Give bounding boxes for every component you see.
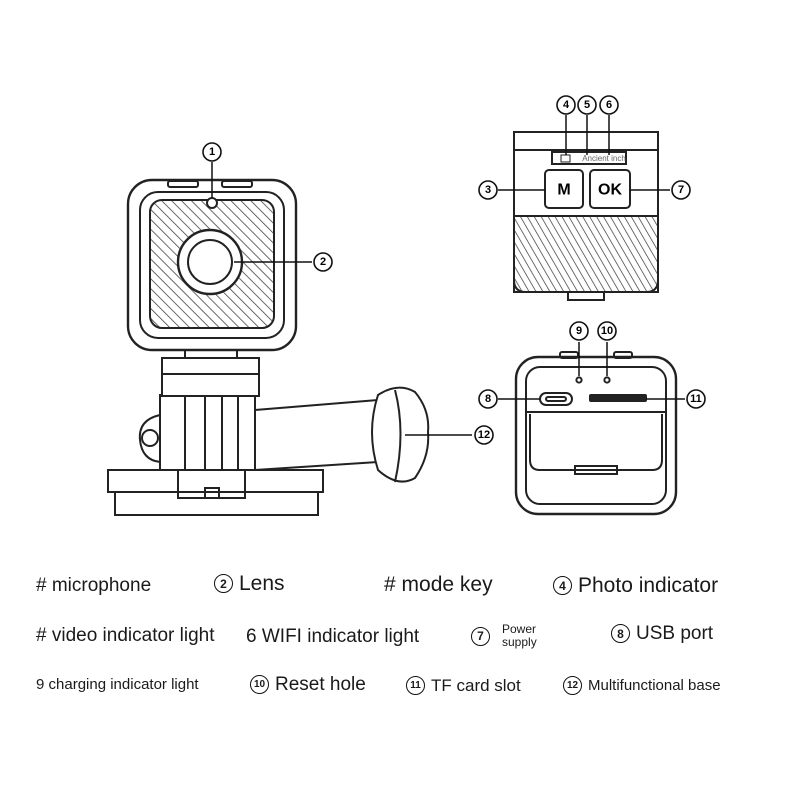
callout-9: 9 — [576, 325, 582, 337]
callout-12: 12 — [478, 429, 490, 441]
legend-label: WIFI indicator light — [261, 625, 420, 647]
legend-usb-port: 8 USB port — [611, 624, 713, 643]
mode-key-label: M — [557, 182, 570, 199]
reset-hole — [603, 376, 611, 384]
legend-label: video indicator light — [51, 624, 215, 646]
legend-prefix: # — [36, 574, 47, 596]
legend-label: mode key — [401, 572, 493, 596]
top-view-grill — [513, 215, 659, 293]
callout-7: 7 — [678, 184, 684, 196]
legend-tf-card-slot: 11 TF card slot — [406, 676, 521, 695]
legend-number-circle: 12 — [563, 676, 582, 695]
charging-light — [575, 376, 583, 384]
mount-base-lower — [114, 492, 319, 516]
legend-number-circle: 7 — [471, 626, 490, 646]
legend-number-circle: 4 — [553, 576, 572, 595]
legend-number-circle: 11 — [406, 676, 425, 695]
bottom-view-body — [514, 355, 678, 516]
legend-label-line2: supply — [502, 635, 537, 649]
callout-8: 8 — [485, 393, 491, 405]
callout-6: 6 — [606, 99, 612, 111]
legend-label: Lens — [239, 572, 285, 595]
legend-label: charging indicator light — [48, 676, 199, 693]
lens-glass — [187, 239, 233, 285]
legend-prefix: 9 — [36, 676, 45, 693]
tf-card-slot — [589, 394, 647, 402]
bottom-cover — [529, 414, 663, 471]
indicator-strip-text: Ancient inch — [582, 154, 626, 163]
camera-diagram: Ancient inch M OK — [107, 95, 706, 516]
legend-lens: 2 Lens — [214, 573, 285, 594]
front-view-camera — [107, 178, 430, 516]
legend-mode-key: # mode key — [384, 572, 493, 596]
callout-2: 2 — [320, 256, 326, 268]
callout-1: 1 — [209, 146, 215, 158]
legend-charging-indicator: 9 charging indicator light — [36, 676, 199, 693]
legend-microphone: # microphone — [36, 574, 151, 596]
callout-3: 3 — [485, 184, 491, 196]
legend-multifunctional-base: 12 Multifunctional base — [563, 676, 721, 695]
legend-label: Photo indicator — [578, 574, 719, 597]
legend-prefix: # — [384, 572, 396, 596]
legend-wifi-indicator: 6 WIFI indicator light — [246, 625, 419, 647]
bottom-view-camera — [514, 351, 678, 516]
ok-button — [589, 169, 631, 209]
legend-label: Reset hole — [275, 674, 366, 695]
usb-port — [539, 392, 573, 406]
legend-photo-indicator: 4 Photo indicator — [553, 575, 718, 596]
top-view-camera — [513, 131, 659, 301]
legend-label: USB port — [636, 623, 714, 644]
legend-label-line1: Power — [502, 622, 537, 636]
legend-prefix: 6 — [246, 625, 257, 647]
legend-number-circle: 2 — [214, 574, 233, 593]
legend-number-circle: 8 — [611, 624, 630, 643]
ok-key-label: OK — [598, 182, 622, 199]
legend-prefix: # — [36, 624, 47, 646]
legend-reset-hole: 10 Reset hole — [250, 675, 366, 694]
microphone-hole — [206, 197, 218, 209]
callout-11: 11 — [690, 393, 702, 405]
legend-power-supply: 7 Power supply — [471, 623, 537, 649]
callout-4: 4 — [563, 99, 570, 111]
callout-5: 5 — [584, 99, 590, 111]
legend-label: TF card slot — [431, 676, 521, 695]
legend-label: microphone — [51, 574, 152, 596]
legend-video-indicator: # video indicator light — [36, 624, 215, 646]
mount-stem — [159, 394, 256, 471]
legend-number-circle: 10 — [250, 675, 269, 694]
callout-10: 10 — [601, 325, 613, 337]
mount-knob-left — [138, 414, 161, 463]
camera-neck — [161, 357, 260, 397]
legend-label: Multifunctional base — [588, 677, 721, 694]
mount-arm — [254, 399, 379, 471]
mode-key-button — [544, 169, 584, 209]
